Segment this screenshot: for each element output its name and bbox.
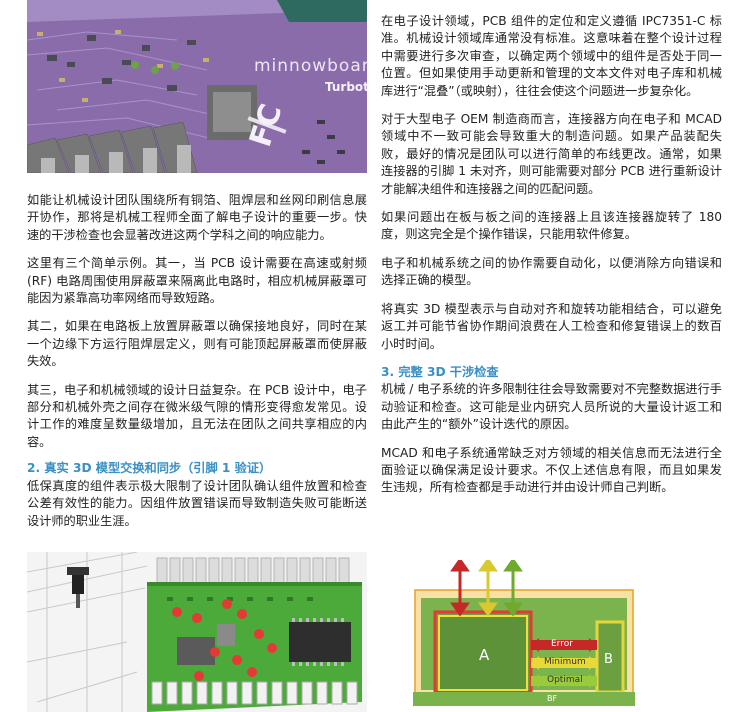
board-brand-label: minnowboard [254,56,367,76]
left-paragraph-3: 其二，如果在电路板上放置屏蔽罩以确保接地良好，同时在某一个边缘下方运行阻焊层定义… [27,319,367,369]
right-paragraph-1: 在电子设计领域，PCB 组件的定位和定义遵循 IPC7351-C 标准。机械设计… [381,14,722,98]
block-a-label: A [479,646,490,664]
pcb-board-drawing [27,0,367,173]
right-paragraph-6: 机械 / 电子系统的许多限制往往会导致需要对不完整数据进行手动验证和检查。这可能… [381,382,722,432]
right-paragraph-5: 将真实 3D 模型表示与自动对齐和旋转功能相结合，可以避免返工并可能节省协作期间… [381,301,722,351]
optimal-label: Optimal [547,675,583,685]
error-label: Error [551,639,573,649]
board-label: BF [547,694,558,703]
right-paragraph-7: MCAD 和电子系统通常缺乏对方领域的相关信息而无法进行全面验证以确保满足设计要… [381,445,722,495]
clearance-diagram-drawing [413,560,635,706]
right-paragraph-2: 对于大型电子 OEM 制造商而言，连接器方向在电子和 MCAD 领域中不一致可能… [381,112,722,196]
block-b-label: B [604,652,613,667]
pcb-board-photo: minnowboard Turbot FC [27,0,367,173]
3d-model-drawing [27,552,367,712]
board-model-label: Turbot [325,80,367,94]
section-heading-3: 3. 完整 3D 干涉检查 [381,364,499,379]
right-paragraph-4: 电子和机械系统之间的协作需要自动化，以便消除方向错误和选择正确的模型。 [381,255,722,288]
3d-model-image [27,552,367,712]
left-column: 如能让机械设计团队围绕所有铜箔、阻焊层和丝网印刷信息展开协作，那将是机械工程师全… [27,192,367,530]
right-column: 在电子设计领域，PCB 组件的定位和定义遵循 IPC7351-C 标准。机械设计… [381,13,722,497]
section-heading-2: 2. 真实 3D 模型交换和同步（引脚 1 验证） [27,461,272,476]
right-paragraph-3: 如果问题出在板与板之间的连接器上且该连接器旋转了 180 度，则这完全是个操作错… [381,210,722,242]
minimum-label: Minimum [544,657,586,667]
left-paragraph-5: 低保真度的组件表示极大限制了设计团队确认组件放置和检查公差有效性的能力。因组件放… [27,478,367,528]
clearance-diagram: A B Error Minimum Optimal BF [413,560,635,706]
left-paragraph-1: 如能让机械设计团队围绕所有铜箔、阻焊层和丝网印刷信息展开协作，那将是机械工程师全… [27,193,367,242]
left-paragraph-4: 其三，电子和机械领域的设计日益复杂。在 PCB 设计中，电子部分和机械外壳之间存… [27,382,367,449]
left-paragraph-2: 这里有三个简单示例。其一，当 PCB 设计需要在高速或射频 (RF) 电路周围使… [27,256,367,306]
